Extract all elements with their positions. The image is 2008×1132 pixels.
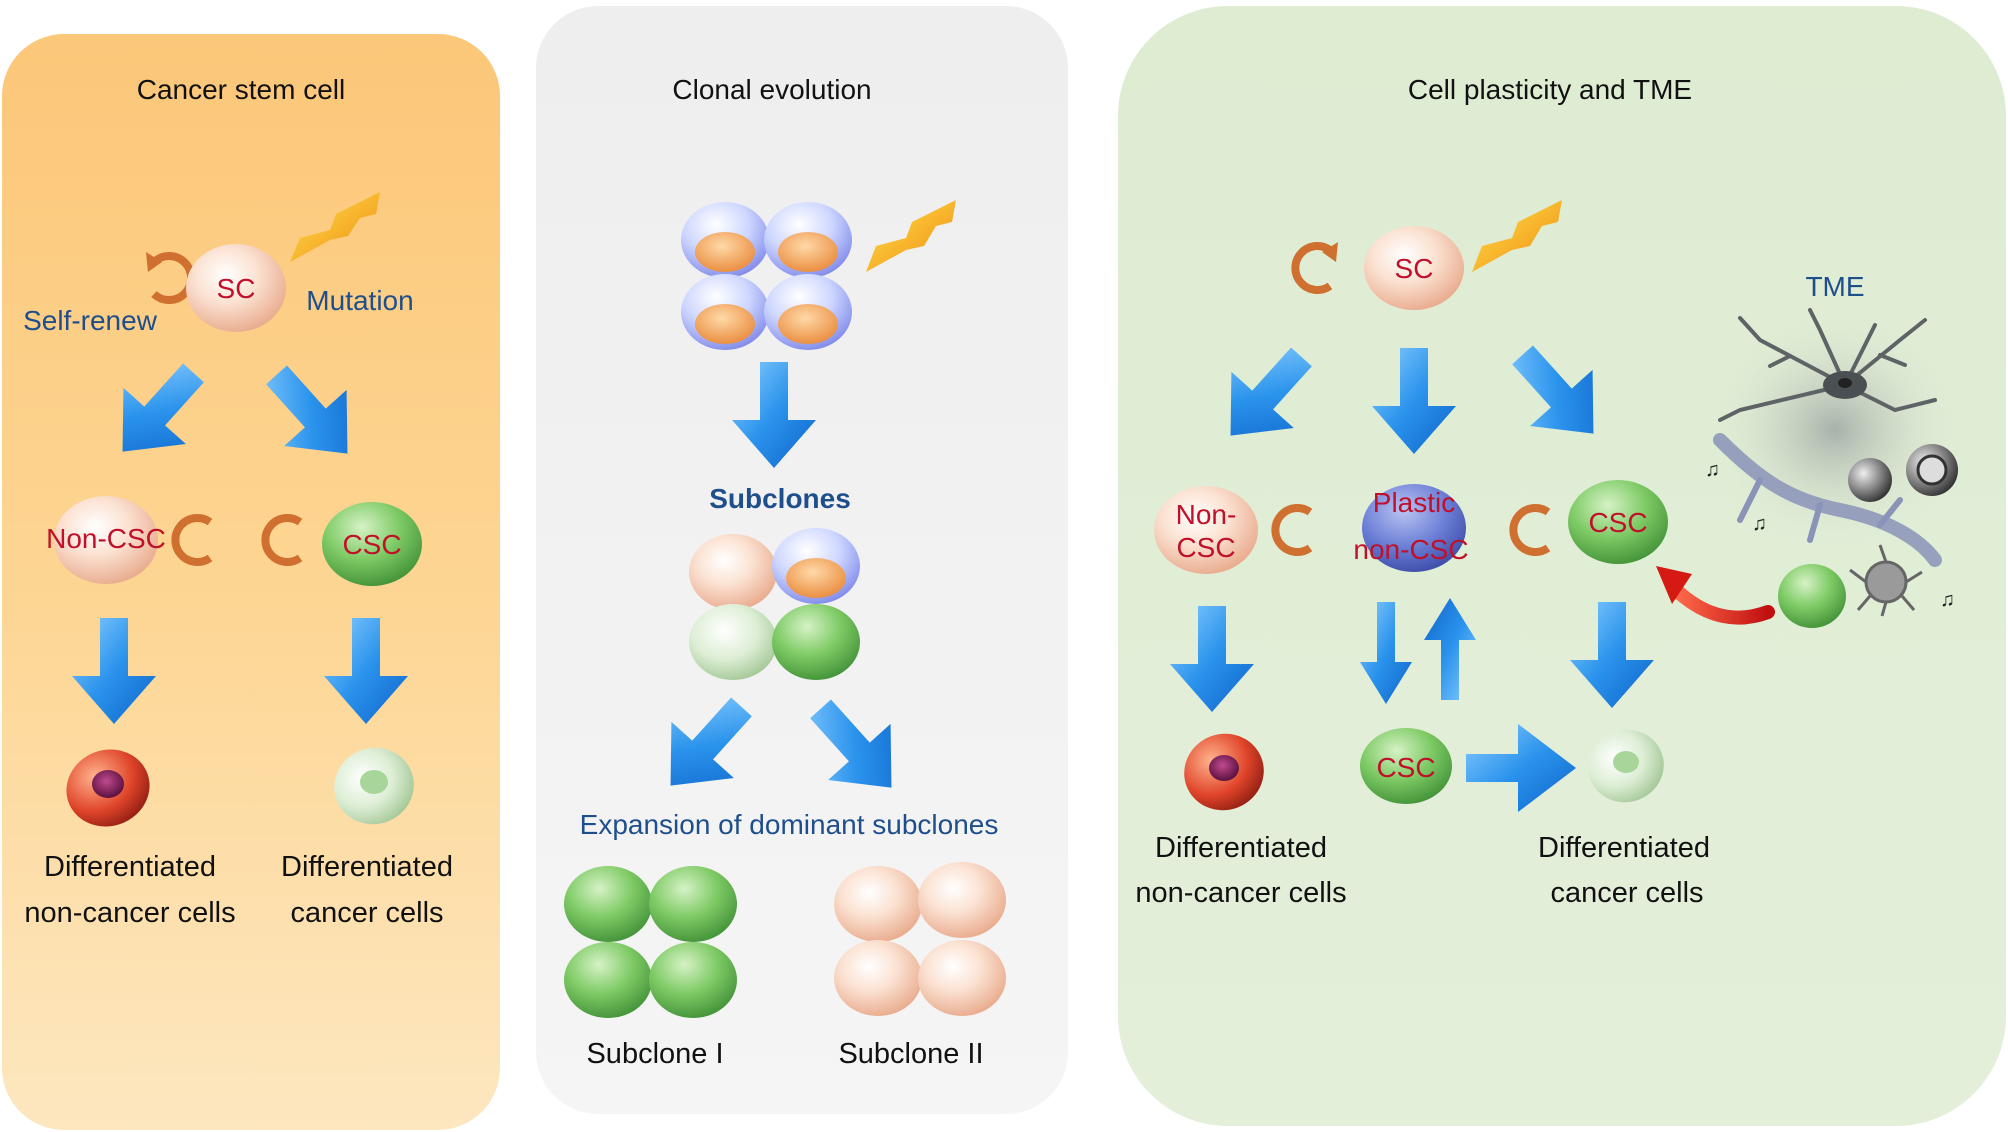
diff-noncancer-label-2: non-cancer cells — [24, 897, 235, 929]
tme-molecule-icon: ♫ — [1705, 459, 1720, 481]
diff-cancer-nucleus — [360, 770, 388, 794]
subclone-1-cluster — [564, 866, 737, 1018]
plastic-label-2: non-CSC — [1353, 534, 1468, 565]
tme-molecule-icon-3: ♫ — [1940, 589, 1955, 611]
plasticity-csc-bottom-label: CSC — [1376, 752, 1435, 783]
plasticity-csc-cell — [1568, 480, 1668, 564]
subclone-2-label: Subclone II — [838, 1038, 983, 1070]
tme-tumor-cell — [1778, 564, 1846, 628]
mutation-label: Mutation — [306, 285, 413, 316]
diff-noncancer-label-1: Differentiated — [44, 851, 216, 883]
tme-label: TME — [1805, 271, 1864, 302]
plasticity-sc-cell — [1364, 226, 1464, 310]
immune-cell-icon — [1848, 458, 1892, 502]
plasticity-non-csc-cell — [1154, 486, 1258, 574]
tme-to-csc-arrow — [1669, 583, 1775, 625]
clonal-mutation-bolt-icon — [866, 200, 956, 272]
diff-noncancer-nucleus — [92, 770, 124, 798]
non-csc-cell — [54, 496, 158, 584]
plasticity-diff-cancer-nucleus — [1613, 751, 1639, 773]
non-csc-label: Non-CSC — [46, 523, 166, 554]
vessel-icon — [1713, 433, 1942, 567]
subclone-1-label: Subclone I — [586, 1038, 723, 1070]
non-csc-renew-icon — [171, 514, 213, 566]
self-renew-arrowhead-icon — [146, 252, 162, 272]
mutation-bolt-icon — [290, 192, 380, 262]
tme-molecule-icon-2: ♫ — [1752, 513, 1767, 535]
subclones-label: Subclones — [709, 483, 851, 514]
subclone-2-cluster — [834, 862, 1006, 1016]
plasticity-sc-label: SC — [1395, 253, 1434, 284]
plasticity-renew-arrowhead-icon — [1322, 242, 1338, 262]
arrow-csc-to-diff-cancer — [1466, 724, 1576, 812]
panel-cell-plasticity — [1118, 6, 2006, 1126]
plasticity-diff-noncancer-label-2: non-cancer cells — [1135, 877, 1346, 909]
panel3-title: Cell plasticity and TME — [1408, 74, 1692, 105]
plasticity-non-csc-label-2: CSC — [1176, 532, 1235, 563]
plastic-label-1: Plastic — [1373, 487, 1455, 518]
sc-label: SC — [217, 273, 256, 304]
plasticity-csc-bottom-cell — [1360, 728, 1452, 804]
tme-cluster: ♫ ♫ ♫ — [1705, 308, 1965, 628]
plastic-non-csc-cell — [1362, 484, 1466, 572]
plasticity-diff-cancer-label-2: cancer cells — [1550, 877, 1703, 909]
csc-cell — [322, 502, 422, 586]
plasticity-mutation-bolt-icon — [1472, 200, 1562, 272]
csc-renew-icon — [261, 514, 303, 566]
plasticity-csc-label: CSC — [1588, 507, 1647, 538]
plasticity-non-csc-renew-icon — [1271, 504, 1313, 556]
panel2-title: Clonal evolution — [672, 74, 871, 105]
plasticity-non-csc-label-1: Non- — [1176, 499, 1237, 530]
founder-clone-cluster — [681, 202, 852, 350]
plasticity-renew-icon — [1291, 242, 1333, 294]
tme-to-csc-arrowhead — [1656, 566, 1692, 604]
plasticity-diff-cancer-label-1: Differentiated — [1538, 832, 1710, 864]
plasticity-csc-renew-icon — [1509, 504, 1551, 556]
subclones-cluster — [689, 528, 860, 680]
plasticity-diff-noncancer-label-1: Differentiated — [1155, 832, 1327, 864]
csc-label: CSC — [342, 529, 401, 560]
self-renew-label: Self-renew — [23, 305, 158, 336]
panel-cancer-stem-cell — [2, 34, 500, 1130]
diff-cancer-label-1: Differentiated — [281, 851, 453, 883]
plasticity-diff-noncancer-nucleus — [1209, 755, 1239, 781]
sc-cell — [186, 244, 286, 332]
panel1-title: Cancer stem cell — [137, 74, 346, 105]
expansion-label: Expansion of dominant subclones — [580, 809, 999, 840]
dendritic-cell-icon — [1849, 544, 1923, 617]
diff-cancer-label-2: cancer cells — [290, 897, 443, 929]
